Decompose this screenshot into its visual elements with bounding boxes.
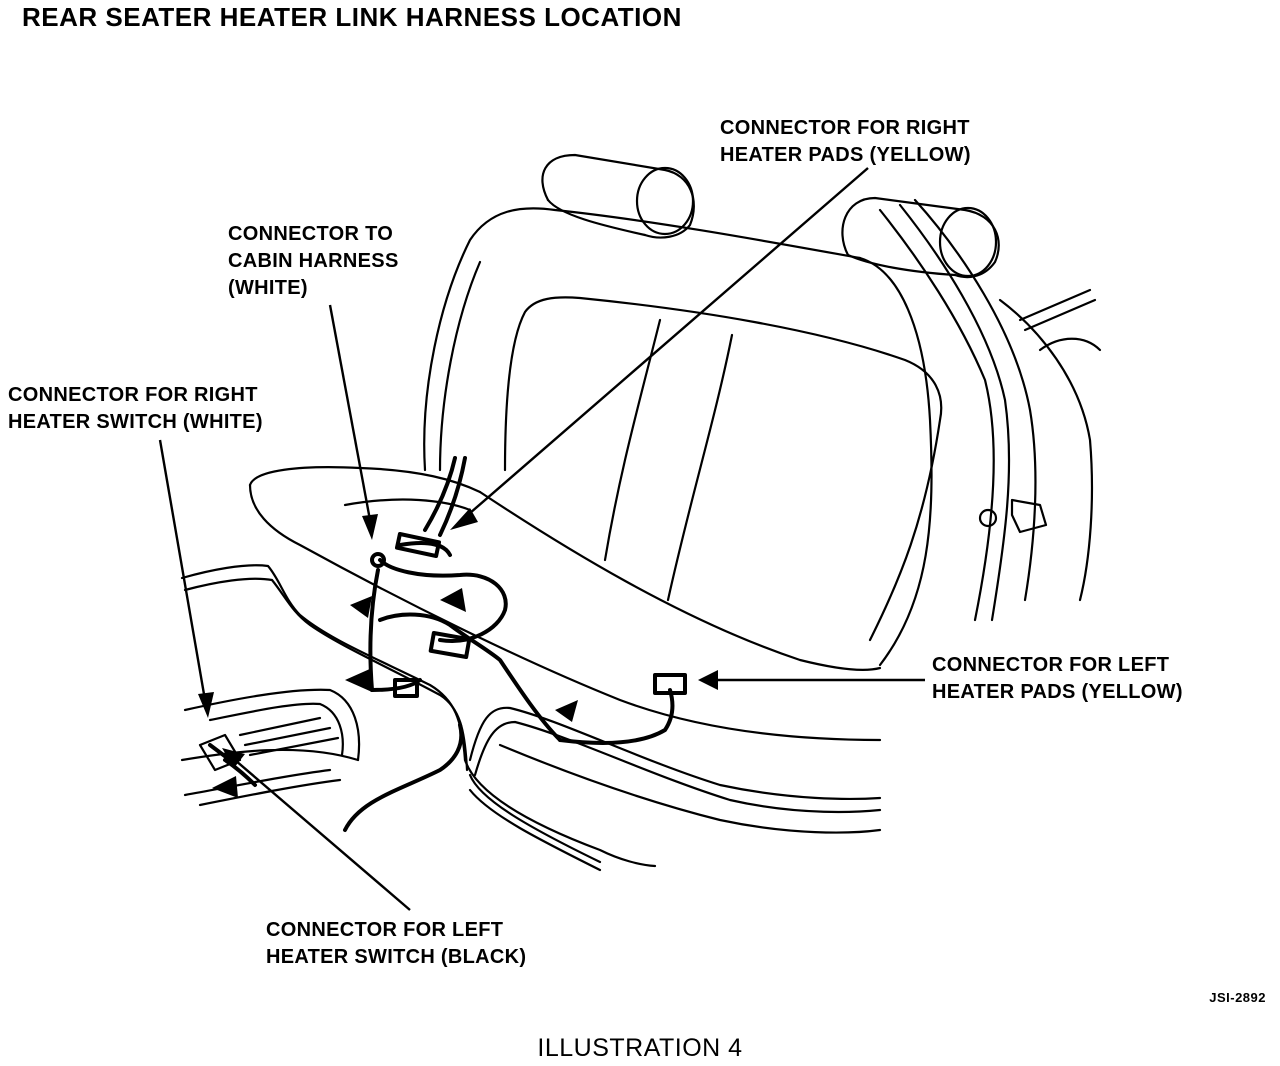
wire-harness <box>208 456 687 832</box>
label-left-heater-switch: CONNECTOR FOR LEFT HEATER SWITCH (BLACK) <box>266 919 527 968</box>
side-door-trim <box>878 198 1102 622</box>
switch-tray <box>180 688 361 807</box>
label-left-heater-pads: CONNECTOR FOR LEFT HEATER PADS (YELLOW) <box>932 654 1183 703</box>
figure-caption: ILLUSTRATION 4 <box>537 1034 743 1062</box>
label-cabin-harness: CONNECTOR TO CABIN HARNESS (WHITE) <box>228 223 399 299</box>
leader-left-heater-switch <box>222 748 411 911</box>
leader-right-heater-switch <box>158 439 214 718</box>
harness-arrows <box>212 588 578 798</box>
figure-code: JSI-2892 <box>1209 990 1266 1005</box>
label-right-heater-switch: CONNECTOR FOR RIGHT HEATER SWITCH (WHITE… <box>8 384 263 433</box>
headrests <box>541 153 1000 279</box>
leader-cabin-harness <box>328 304 378 540</box>
leader-left-heater-pads <box>698 670 925 690</box>
seat-back <box>423 207 943 667</box>
label-right-heater-pads: CONNECTOR FOR RIGHT HEATER PADS (YELLOW) <box>720 117 971 166</box>
leader-right-heater-pads <box>450 167 869 530</box>
diagram-title: REAR SEATER HEATER LINK HARNESS LOCATION <box>22 2 682 32</box>
floor-tracks <box>180 564 882 872</box>
